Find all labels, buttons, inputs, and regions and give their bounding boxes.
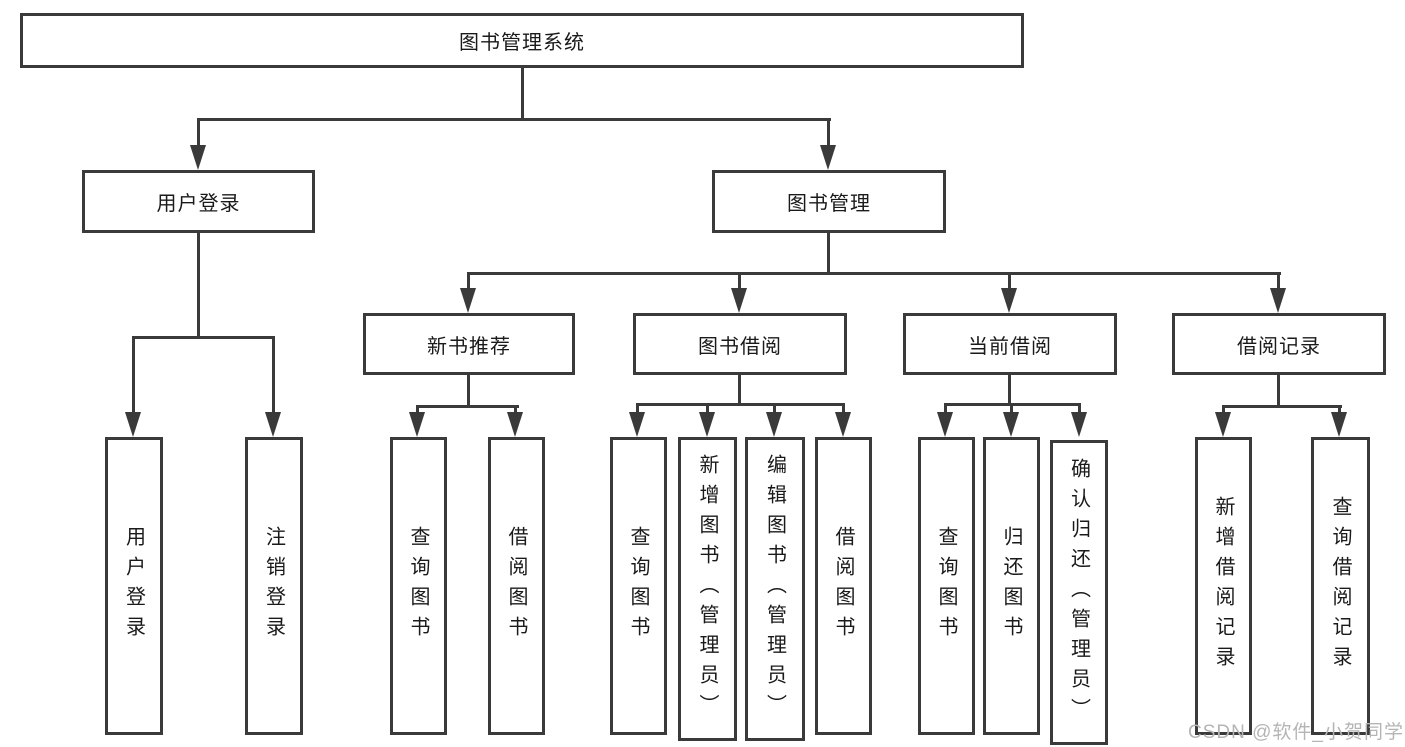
- arrowhead-leaf-add-record: [1215, 412, 1231, 437]
- connector-level3-rail: [467, 272, 1281, 275]
- node-current-borrow: 当前借阅: [903, 313, 1117, 375]
- node-new-book-recommend-label: 新书推荐: [427, 335, 511, 358]
- connector-to-leaf-logout: [272, 336, 275, 414]
- watermark: CSDN @软件_小贺同学: [1188, 722, 1404, 743]
- leaf-borrow-books-label: 借阅图书: [505, 526, 527, 646]
- leaf-confirm-return-admin: 确认归还（管理员）: [1050, 440, 1108, 745]
- arrowhead-leaf-query-books-3: [937, 412, 953, 437]
- connector-new-book-stub: [467, 375, 470, 405]
- node-book-borrow: 图书借阅: [633, 313, 847, 375]
- connector-to-new-book: [467, 272, 470, 290]
- connector-to-book-management: [827, 118, 830, 147]
- node-borrow-records: 借阅记录: [1172, 313, 1386, 375]
- leaf-query-borrow-record: 查询借阅记录: [1311, 437, 1370, 735]
- arrowhead-leaf-borrow-books: [507, 412, 523, 437]
- arrowhead-leaf-borrow-books-2: [835, 412, 851, 437]
- arrowhead-leaf-logout: [265, 412, 281, 437]
- connector-to-leaf-user-login: [132, 336, 135, 414]
- connector-to-leaf-return-books: [1010, 403, 1013, 414]
- arrowhead-leaf-query-books-2: [629, 412, 645, 437]
- arrowhead-leaf-edit-books: [766, 412, 782, 437]
- leaf-borrow-books-2-label: 借阅图书: [832, 526, 854, 646]
- node-book-management-label: 图书管理: [787, 193, 871, 215]
- arrowhead-leaf-add-books: [699, 412, 715, 437]
- connector-current-borrow-stub: [1008, 375, 1011, 403]
- leaf-query-books-label: 查询图书: [407, 526, 429, 646]
- connector-to-leaf-query-books: [416, 405, 419, 414]
- leaf-query-borrow-record-label: 查询借阅记录: [1329, 496, 1351, 676]
- arrowhead-user-login: [190, 145, 206, 170]
- connector-book-management-stub: [827, 233, 830, 272]
- leaf-query-books-2-label: 查询图书: [627, 526, 649, 646]
- node-root: 图书管理系统: [20, 13, 1024, 68]
- connector-to-leaf-query-record: [1338, 405, 1341, 414]
- connector-level2-rail: [197, 118, 831, 121]
- leaf-borrow-books-2: 借阅图书: [815, 437, 872, 735]
- leaf-add-borrow-record: 新增借阅记录: [1195, 437, 1252, 735]
- leaf-query-books-3-label: 查询图书: [935, 526, 957, 646]
- connector-book-borrow-rail: [636, 403, 845, 406]
- leaf-borrow-books: 借阅图书: [488, 437, 545, 735]
- leaf-logout-label: 注销登录: [262, 526, 285, 646]
- node-book-management: 图书管理: [712, 170, 946, 233]
- connector-to-leaf-query-books-3: [944, 403, 947, 414]
- arrowhead-leaf-user-login: [125, 412, 141, 437]
- arrowhead-leaf-return-books: [1003, 412, 1019, 437]
- connector-new-book-rail: [416, 405, 519, 408]
- leaf-return-books-label: 归还图书: [1000, 526, 1022, 646]
- node-user-login: 用户登录: [82, 170, 315, 233]
- node-book-borrow-label: 图书借阅: [698, 335, 782, 358]
- arrowhead-leaf-confirm-return: [1071, 412, 1087, 437]
- arrowhead-current-borrow: [1001, 288, 1017, 313]
- connector-user-login-stub: [197, 233, 200, 336]
- connector-to-leaf-confirm-return: [1078, 403, 1081, 414]
- connector-to-leaf-add-books: [706, 403, 709, 414]
- node-new-book-recommend: 新书推荐: [363, 313, 575, 375]
- node-user-login-label: 用户登录: [156, 193, 241, 215]
- leaf-query-books: 查询图书: [390, 437, 447, 735]
- connector-root-stub: [521, 68, 524, 118]
- leaf-user-login: 用户登录: [105, 437, 163, 735]
- leaf-query-books-2: 查询图书: [610, 437, 667, 735]
- node-current-borrow-label: 当前借阅: [968, 335, 1052, 358]
- leaf-edit-books-admin-label: 编辑图书（管理员）: [763, 454, 786, 724]
- connector-to-leaf-borrow-books-2: [842, 403, 845, 414]
- connector-to-leaf-query-books-2: [636, 403, 639, 414]
- arrowhead-leaf-query-books: [409, 412, 425, 437]
- connector-borrow-records-rail: [1222, 405, 1342, 408]
- connector-to-user-login: [197, 118, 200, 147]
- leaf-user-login-label: 用户登录: [122, 526, 145, 646]
- leaf-confirm-return-admin-label: 确认归还（管理员）: [1067, 457, 1090, 728]
- connector-user-login-rail: [132, 336, 275, 339]
- connector-to-borrow-records: [1277, 272, 1280, 290]
- arrowhead-book-borrow: [731, 288, 747, 313]
- connector-to-leaf-edit-books: [773, 403, 776, 414]
- leaf-query-books-3: 查询图书: [918, 437, 975, 735]
- node-borrow-records-label: 借阅记录: [1237, 335, 1321, 358]
- leaf-add-borrow-record-label: 新增借阅记录: [1212, 496, 1234, 676]
- root-label: 图书管理系统: [459, 32, 585, 54]
- connector-to-leaf-borrow-books: [514, 405, 517, 414]
- arrowhead-leaf-query-record: [1331, 412, 1347, 437]
- arrowhead-book-management: [820, 145, 836, 170]
- leaf-edit-books-admin: 编辑图书（管理员）: [745, 437, 805, 741]
- connector-to-current-borrow: [1008, 272, 1011, 290]
- leaf-add-books-admin-label: 新增图书（管理员）: [696, 454, 718, 724]
- connector-borrow-records-stub: [1277, 375, 1280, 405]
- leaf-add-books-admin: 新增图书（管理员）: [678, 437, 737, 741]
- connector-book-borrow-stub: [738, 375, 741, 403]
- arrowhead-new-book: [460, 288, 476, 313]
- connector-to-leaf-add-record: [1222, 405, 1225, 414]
- connector-to-book-borrow: [738, 272, 741, 290]
- arrowhead-borrow-records: [1270, 288, 1286, 313]
- leaf-return-books: 归还图书: [983, 437, 1040, 735]
- leaf-logout: 注销登录: [245, 437, 303, 735]
